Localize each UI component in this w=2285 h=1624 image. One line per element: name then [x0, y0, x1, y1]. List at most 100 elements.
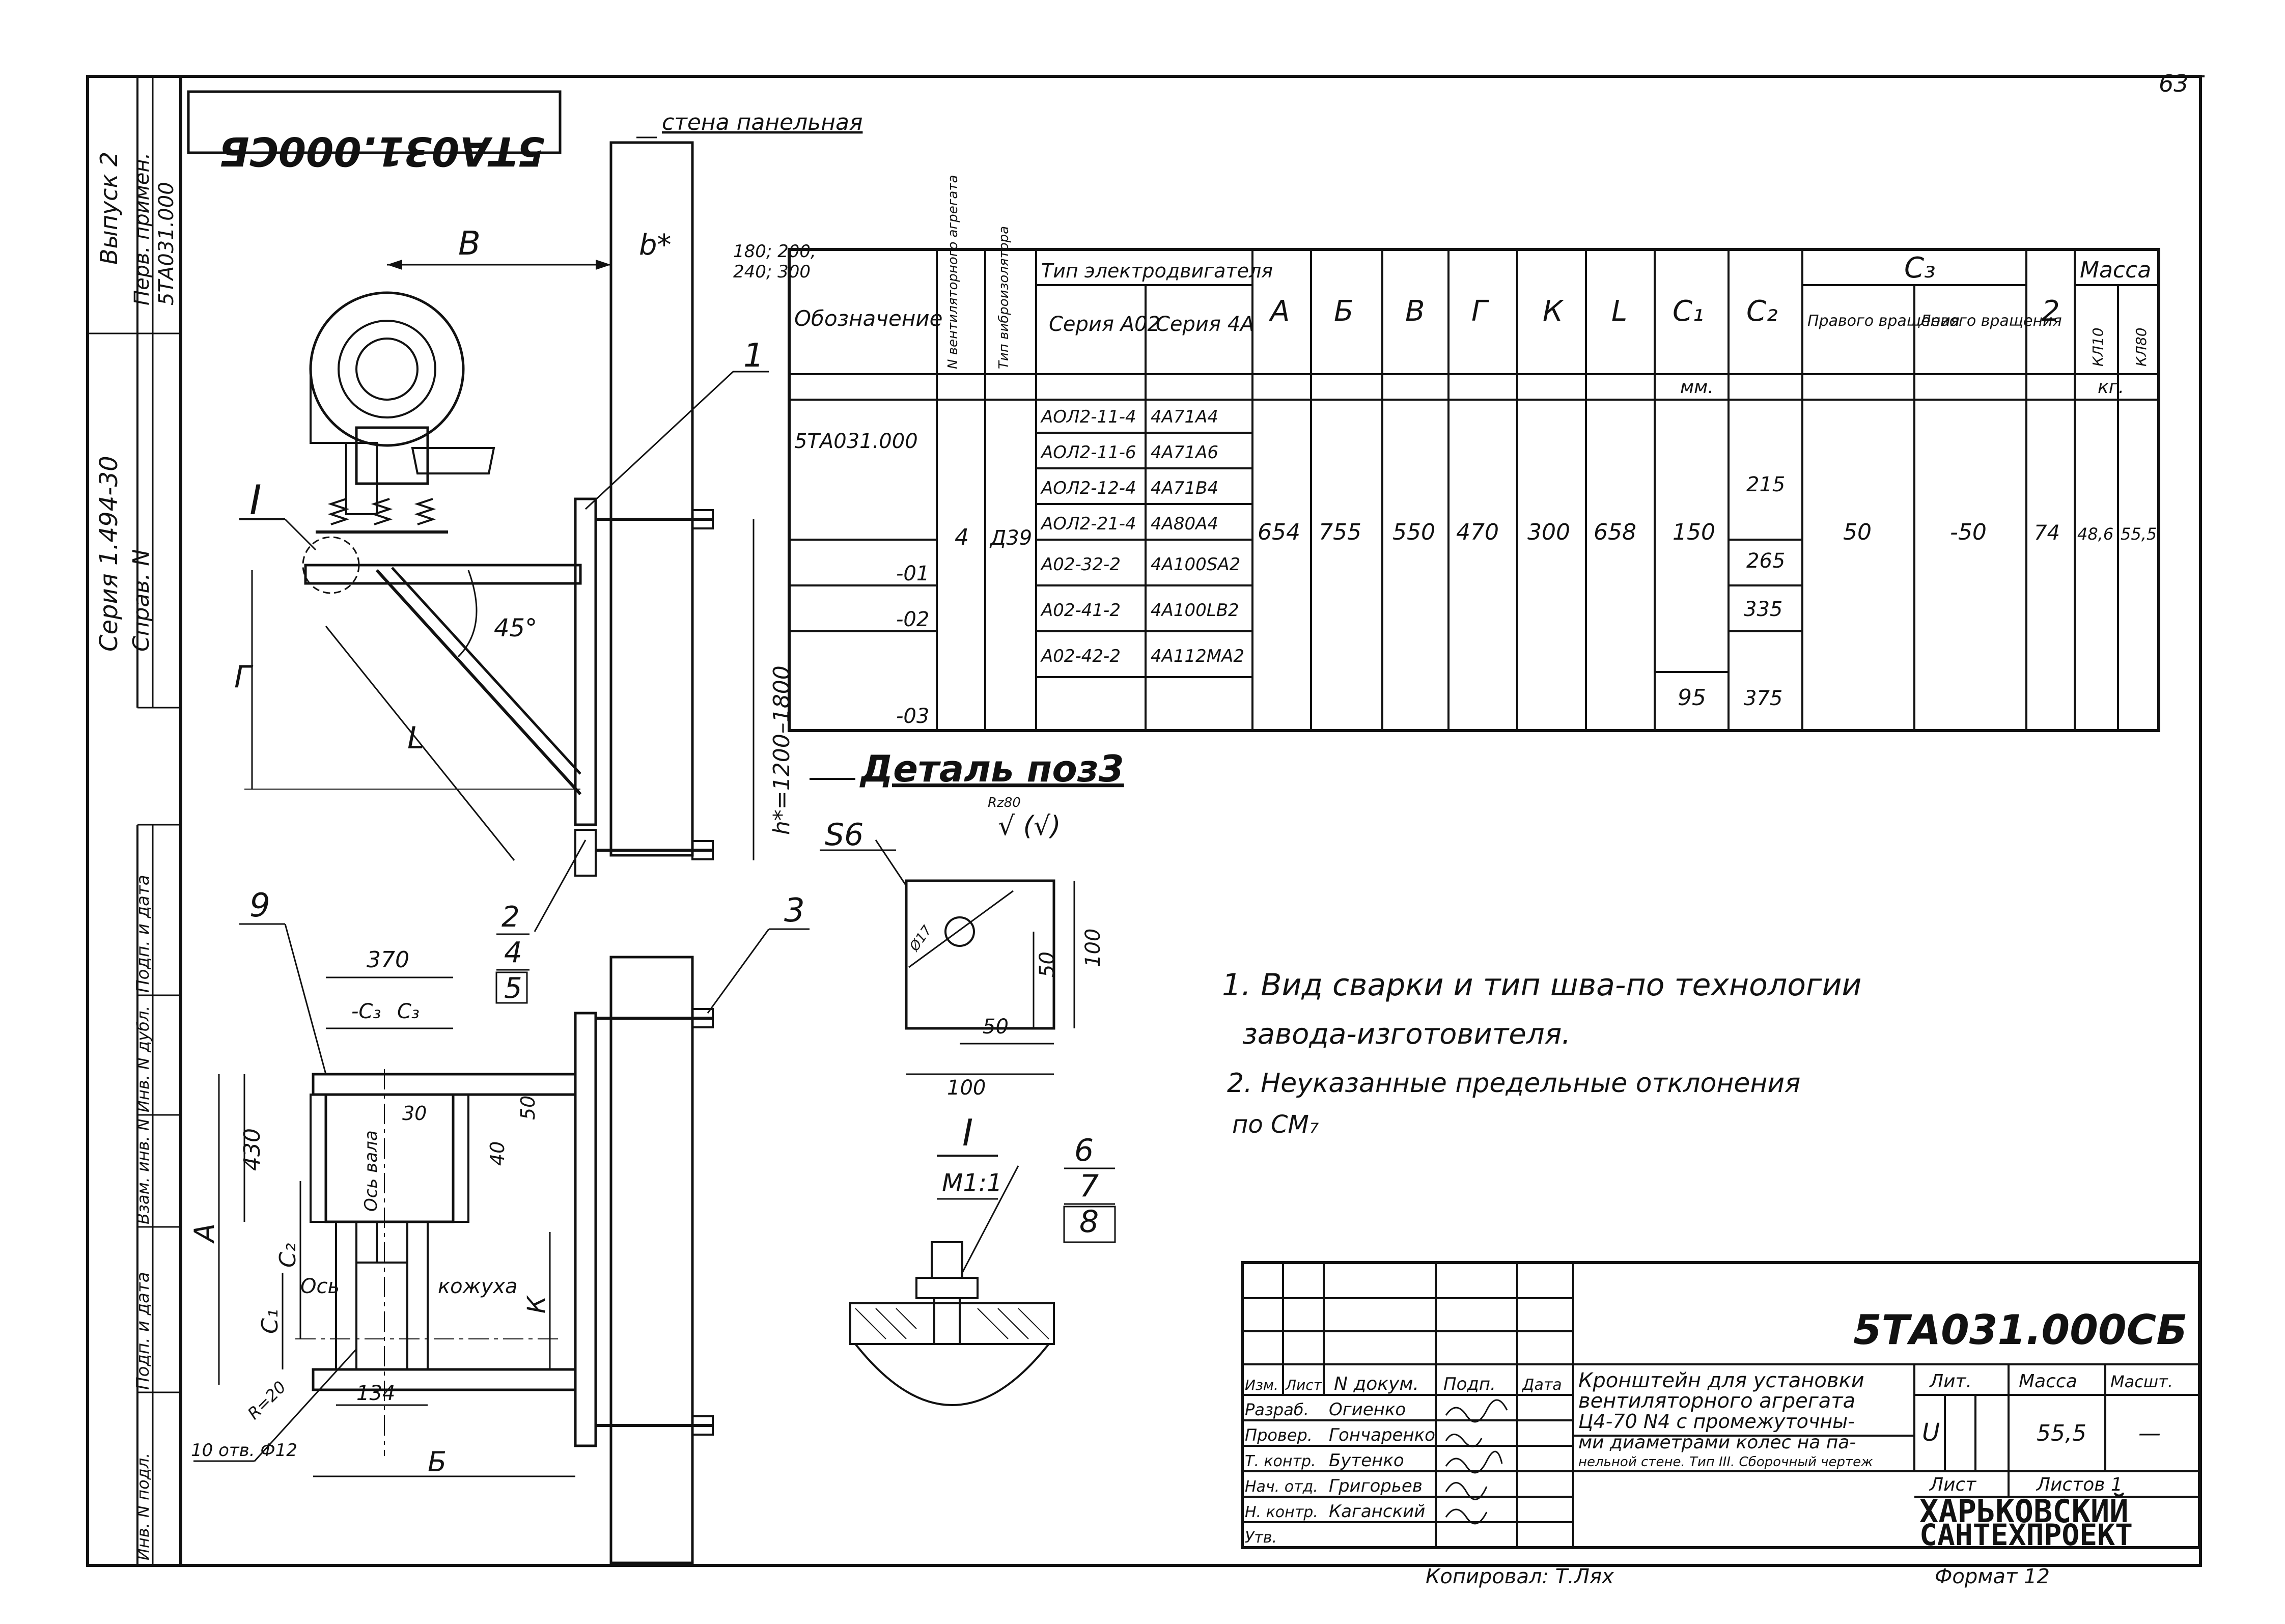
- detail-one-marker: I: [249, 477, 262, 524]
- bracket-beam: [304, 564, 582, 585]
- th-c2: С₂: [1746, 295, 1778, 328]
- dim-370: 370: [367, 947, 409, 973]
- table-row-oboz: 5ТА031.000: [794, 430, 918, 453]
- pos-4: 4: [504, 936, 522, 969]
- cell-c3-left: -50: [1950, 519, 1987, 545]
- pos-2: 2: [501, 901, 520, 934]
- fan-housing: [309, 291, 465, 447]
- th-v: В: [1405, 295, 1425, 328]
- cell-c3-right: 50: [1843, 519, 1872, 545]
- table-row-4a: 4А80А4: [1151, 514, 1218, 534]
- cell-c2-3: 335: [1744, 598, 1782, 621]
- side-strip: Выпуск 2 Перв. примен. 5ТА031.000 Серия …: [88, 76, 181, 1565]
- note-2a: 2. Неуказанные предельные отклонения: [1227, 1068, 1800, 1099]
- tb-name: Григорьев: [1329, 1476, 1423, 1496]
- signature-scribble: [1445, 1482, 1488, 1500]
- wall-panel-lower: [609, 956, 694, 1564]
- th-g: Г: [1471, 295, 1489, 328]
- tb-name: Каганский: [1329, 1501, 1425, 1522]
- axis-left: Ось: [300, 1275, 340, 1298]
- parameters-table: Обозначение N вентиляторного агрегата Ти…: [788, 175, 2160, 732]
- note-2b: по СМ₇: [1232, 1110, 1319, 1139]
- table-row-4a: 4А100LВ2: [1151, 600, 1239, 621]
- cell-c2-1: 215: [1746, 473, 1785, 496]
- dim-h: h*=1200–1800: [769, 665, 795, 835]
- axis-shaft: Ось вала: [361, 1130, 381, 1212]
- tb-scale-label: Масшт.: [2110, 1372, 2173, 1391]
- seriya-label: Серия 1.494-30: [95, 456, 123, 652]
- pos-6: 6: [1074, 1133, 1094, 1168]
- detail-100-v: 100: [1081, 929, 1105, 967]
- section-one-label: I: [962, 1111, 973, 1154]
- cell-mass-2: 55,5: [2121, 524, 2157, 544]
- table-row-a02: А02-42-2: [1040, 646, 1121, 666]
- dim-l: L: [407, 720, 424, 756]
- th-c1: С₁: [1673, 295, 1704, 328]
- tb-role: Т. контр.: [1245, 1452, 1316, 1470]
- dim-b-star-values-2: 240; 300: [733, 262, 811, 282]
- cell-b: 755: [1319, 519, 1361, 545]
- dim-g: Г: [234, 659, 254, 695]
- podp-data-2: Подп. и дата: [133, 1272, 153, 1390]
- signature-scribble: [1445, 1508, 1488, 1525]
- tb-h-podp: Подп.: [1443, 1374, 1496, 1394]
- section-one-scale: М1:1: [942, 1169, 1002, 1197]
- detail-100-h: 100: [947, 1076, 986, 1100]
- cell-vent: 4: [955, 524, 969, 550]
- th-vibro: Тип виброизолятора: [996, 226, 1012, 369]
- cell-c2-4: 375: [1744, 687, 1782, 710]
- title-block: 5ТА031.000СБ Кронштейн для установки вен…: [1241, 1261, 2201, 1552]
- tb-role: Утв.: [1245, 1529, 1277, 1547]
- notes: 1. Вид сварки и тип шва-по технологии за…: [1222, 967, 1861, 1139]
- cell-v: 550: [1392, 519, 1435, 545]
- cell-l: 658: [1594, 519, 1636, 545]
- th-z: 2: [2042, 295, 2060, 328]
- holes-note: 10 отв. Ф12: [191, 1440, 297, 1461]
- table-row-4a: 4А112МА2: [1151, 646, 1244, 666]
- th-l: L: [1611, 295, 1627, 328]
- dim-a: А: [188, 1223, 220, 1244]
- detail-50-h: 50: [983, 1015, 1009, 1039]
- th-k: К: [1543, 295, 1564, 328]
- table-row-4a: 4А71А4: [1151, 407, 1218, 427]
- tb-h-ndok: N докум.: [1334, 1374, 1419, 1394]
- tb-sheets-label: Листов 1: [2036, 1474, 2123, 1495]
- dim-b: В: [458, 225, 481, 263]
- dim-r20: R=20: [244, 1377, 290, 1423]
- angle-45: 45°: [494, 614, 537, 642]
- tb-lit-value: U: [1922, 1418, 1940, 1447]
- perv-primen-value: 5ТА031.000: [155, 182, 178, 305]
- cell-z: 74: [2034, 521, 2060, 545]
- th-ser-4a: Серия 4А: [1156, 313, 1255, 336]
- dim-b-star-values-1: 180; 200;: [733, 241, 817, 262]
- org-name-1: ХАРЬКОВСКИЙ: [1919, 1493, 2129, 1530]
- cell-mass-1: 48,6: [2077, 524, 2113, 544]
- th-c3: С₃: [1904, 251, 1936, 285]
- footer-copied: Копировал: Т.Лях: [1426, 1565, 1614, 1588]
- inv-dubl: Инв. N дубл.: [133, 1005, 153, 1112]
- title-desc-5: нельной стене. Тип III. Сборочный чертеж: [1578, 1454, 1873, 1470]
- detail-poz3: Деталь поз3 Rz80 √ (√) S6 Ø17 100 50 50 …: [810, 747, 1124, 1100]
- pos-9: 9: [249, 887, 270, 925]
- tb-name: Огиенко: [1329, 1399, 1406, 1420]
- sheet-frame: [86, 75, 2202, 1567]
- th-b: Б: [1334, 295, 1353, 328]
- perv-primen-label: Перв. примен.: [130, 153, 154, 305]
- dim-134: 134: [356, 1382, 395, 1405]
- pos-7: 7: [1079, 1168, 1099, 1204]
- title-desc-4: ми диаметрами колес на па-: [1578, 1432, 1856, 1453]
- tb-scale-value: —: [2138, 1420, 2161, 1446]
- table-row-4a: 4А71В4: [1151, 478, 1218, 498]
- tb-h-izm: Изм.: [1245, 1377, 1278, 1393]
- pos-8: 8: [1079, 1204, 1099, 1240]
- dim-c1: С₁: [257, 1309, 283, 1334]
- th-c3-right: Правого вращения: [1807, 312, 1960, 330]
- wall-label: стена панельная: [662, 109, 862, 135]
- top-stamp-code: 5ТА031.000СБ: [219, 128, 545, 174]
- dim-bb: Б: [428, 1446, 447, 1478]
- dim-50-plan: 50: [517, 1096, 539, 1120]
- plan-view: 370 -С₃ С₃ 30 50 40 430 А С₂ С₁ Ось кожу…: [188, 887, 810, 1564]
- dim-c3-pos: С₃: [397, 1000, 420, 1023]
- dim-430: 430: [239, 1128, 265, 1171]
